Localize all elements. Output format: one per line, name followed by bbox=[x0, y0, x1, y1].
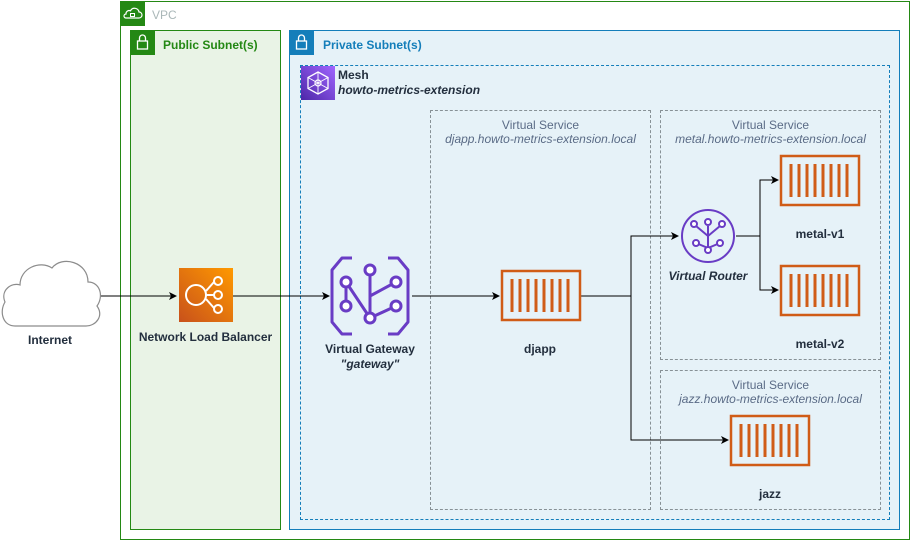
edge-djapp-router bbox=[581, 232, 679, 297]
internet-label: Internet bbox=[27, 333, 72, 347]
virtual-service-label: Virtual Service bbox=[731, 378, 810, 392]
cloud-lock-icon bbox=[120, 1, 145, 26]
jazz-label: jazz bbox=[758, 487, 781, 501]
virtual-service-djapp: Virtual Service djapp.howto-metrics-exte… bbox=[430, 110, 651, 510]
virtual-service-label: Virtual Service bbox=[501, 118, 580, 132]
router-label: Virtual Router bbox=[668, 269, 748, 283]
virtual-router-icon bbox=[681, 209, 735, 263]
mesh-label: Mesh bbox=[338, 68, 369, 82]
nlb-label: Network Load Balancer bbox=[138, 330, 273, 344]
virtual-service-label: Virtual Service bbox=[731, 118, 810, 132]
load-balancer-icon bbox=[179, 268, 233, 322]
lock-icon bbox=[130, 30, 155, 55]
metal-v1-label: metal-v1 bbox=[795, 227, 845, 241]
virtual-service-host: jazz.howto-metrics-extension.local bbox=[679, 392, 862, 406]
lock-icon bbox=[289, 30, 314, 55]
virtual-service-host: metal.howto-metrics-extension.local bbox=[675, 132, 866, 146]
edge-router-metal-v2 bbox=[759, 236, 779, 294]
public-subnet-label: Public Subnet(s) bbox=[163, 38, 258, 52]
app-mesh-icon bbox=[301, 66, 335, 100]
mesh-name: howto-metrics-extension bbox=[338, 83, 481, 97]
gateway-label: Virtual Gateway "gateway" bbox=[310, 342, 430, 372]
virtual-service-title: Virtual Service metal.howto-metrics-exte… bbox=[661, 118, 880, 146]
edge-djapp-jazz bbox=[630, 296, 729, 444]
virtual-gateway-icon bbox=[330, 256, 410, 336]
private-subnet-label: Private Subnet(s) bbox=[323, 38, 422, 52]
vpc-label: VPC bbox=[152, 8, 177, 22]
virtual-service-title: Virtual Service djapp.howto-metrics-exte… bbox=[431, 118, 650, 146]
virtual-service-host: djapp.howto-metrics-extension.local bbox=[445, 132, 636, 146]
cloud-icon bbox=[1, 260, 101, 327]
container-icon bbox=[779, 154, 861, 207]
metal-v2-label: metal-v2 bbox=[795, 337, 845, 351]
djapp-label: djapp bbox=[524, 342, 556, 356]
vpc-group: VPC bbox=[120, 1, 910, 540]
mesh-group: Mesh howto-metrics-extension bbox=[300, 65, 890, 520]
edge-router-metal-v1 bbox=[736, 176, 779, 237]
gateway-title: Virtual Gateway bbox=[325, 342, 415, 356]
container-icon bbox=[779, 264, 861, 317]
virtual-service-metal: Virtual Service metal.howto-metrics-exte… bbox=[660, 110, 881, 360]
container-icon bbox=[500, 269, 582, 322]
virtual-service-title: Virtual Service jazz.howto-metrics-exten… bbox=[661, 378, 880, 406]
mesh-title: Mesh howto-metrics-extension bbox=[338, 68, 480, 98]
container-icon bbox=[729, 414, 811, 467]
connectors bbox=[100, 176, 779, 444]
virtual-service-jazz: Virtual Service jazz.howto-metrics-exten… bbox=[660, 370, 881, 510]
gateway-name: "gateway" bbox=[340, 357, 400, 371]
